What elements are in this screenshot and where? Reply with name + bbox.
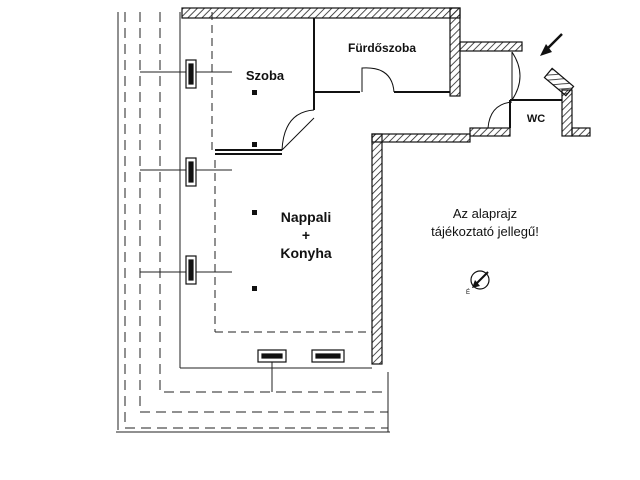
- disclaimer-line-2: tájékoztató jellegű!: [431, 224, 539, 239]
- room-label-plus: +: [302, 227, 310, 243]
- terrace-outline: [116, 12, 390, 433]
- room-label-konyha: Konyha: [280, 245, 332, 261]
- windows: [185, 59, 345, 363]
- disclaimer-line-1: Az alaprajz: [453, 206, 517, 221]
- room-label-wc: WC: [527, 113, 545, 125]
- room-label-furdoszoba: Fürdőszoba: [348, 41, 416, 55]
- partitions: [215, 18, 562, 155]
- entrance-arrow-icon: [540, 33, 563, 56]
- fixture-points: [252, 90, 257, 291]
- compass-letter: É: [466, 289, 470, 296]
- room-label-szoba: Szoba: [246, 68, 285, 83]
- room-label-nappali: Nappali: [281, 209, 332, 225]
- structure-lines: [140, 12, 372, 392]
- north-compass-icon: É: [466, 270, 490, 296]
- doors: [281, 51, 521, 151]
- walls: [181, 7, 591, 365]
